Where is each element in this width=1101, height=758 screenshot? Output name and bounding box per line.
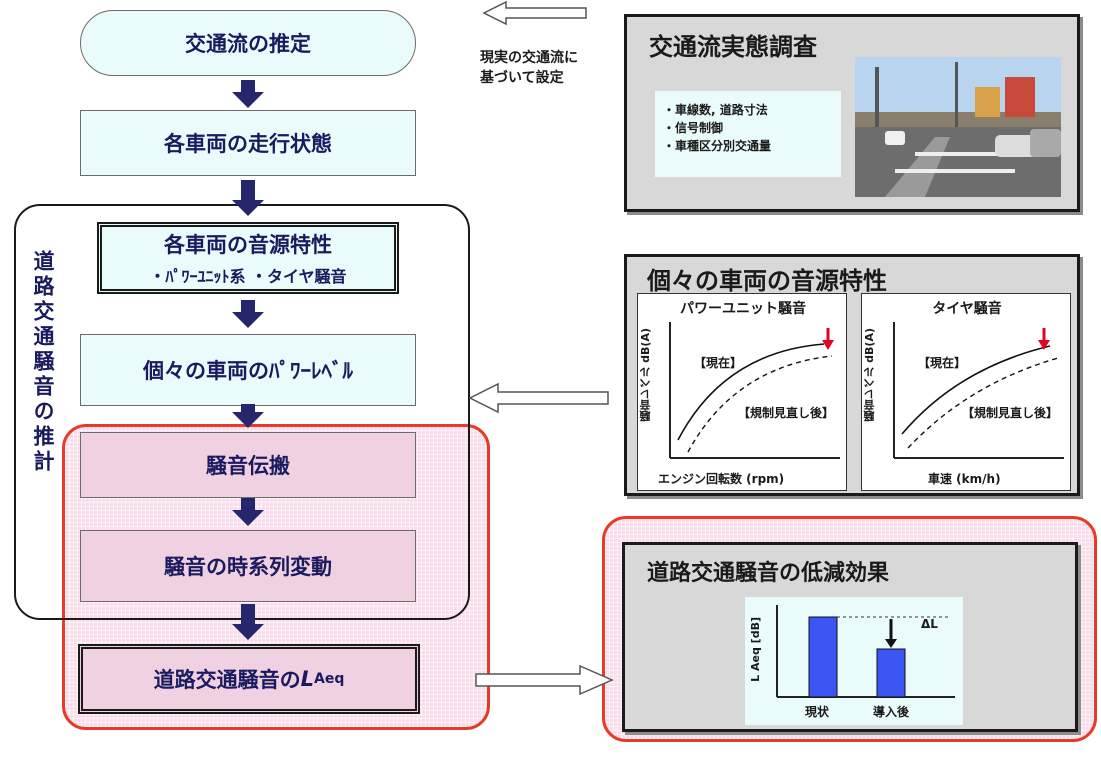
- tire-noise-chart: タイヤ騒音 騒音レベル dB(A) 【現在】 【規制見直し後】 車速 (km/h…: [861, 293, 1071, 491]
- tire-noise-ylabel: 騒音レベル dB(A): [863, 328, 876, 422]
- flow-running-state-label: 各車両の走行状態: [164, 132, 332, 156]
- power-unit-red-arrowhead: [822, 340, 834, 350]
- power-unit-after-curve: [687, 355, 833, 453]
- power-unit-xlabel: エンジン回転数 (rpm): [658, 472, 785, 486]
- reduction-panel: 道路交通騒音の低減効果 L Aeq [dB] 現状 導入後 ΔL: [622, 542, 1078, 732]
- survey-item: ・信号制御: [663, 121, 724, 135]
- left-arrow-icon: [468, 382, 609, 414]
- flow-sound-source-title: 各車両の音源特性: [164, 233, 332, 257]
- note-line-1: 現実の交通流に: [480, 50, 578, 66]
- power-unit-ylabel: 騒音レベル dB(A): [639, 328, 652, 422]
- power-unit-plot: [669, 322, 840, 459]
- sound-source-panel: 個々の車両の音源特性 パワーユニット騒音 騒音レベル dB(A) 【現在】 【規…: [624, 254, 1080, 496]
- power-unit-current-label: 【現在】: [694, 356, 743, 370]
- tire-noise-after-label: 【規制見直し後】: [962, 406, 1059, 420]
- traffic-survey-title: 交通流実態調査: [649, 33, 817, 61]
- flow-running-state: 各車両の走行状態: [80, 110, 416, 176]
- flow-time-series-label: 騒音の時系列変動: [164, 555, 332, 579]
- power-unit-chart: パワーユニット騒音 騒音レベル dB(A) 【現在】 【規制見直し後】 エンジン…: [637, 293, 847, 491]
- flow-sound-source: 各車両の音源特性 ・ﾊﾟﾜｰﾕﾆｯﾄ系 ・タイヤ騒音: [97, 222, 399, 294]
- right-arrow-icon: [475, 664, 614, 696]
- reduction-title: 道路交通騒音の低減効果: [647, 561, 890, 586]
- flow-estimate-traffic: 交通流の推定: [80, 10, 416, 76]
- arrow-down-icon: [232, 80, 264, 108]
- tire-noise-xlabel: 車速 (km/h): [928, 472, 1001, 486]
- survey-item: ・車種区分別交通量: [663, 139, 772, 153]
- reduction-ylabel: L Aeq [dB]: [749, 617, 762, 682]
- arrow-down-icon: [232, 498, 264, 526]
- arrow-down-icon: [232, 300, 264, 328]
- flow-sound-source-sub: ・ﾊﾟﾜｰﾕﾆｯﾄ系 ・タイヤ騒音: [149, 267, 347, 286]
- tire-noise-current-label: 【現在】: [918, 356, 967, 370]
- survey-item: ・車線数, 道路寸法: [663, 103, 768, 117]
- left-arrow-icon: [482, 0, 587, 26]
- tire-noise-plot: [893, 322, 1064, 459]
- delta-l-label: ΔL: [921, 617, 938, 631]
- flow-laeq-prefix: 道路交通騒音の: [153, 668, 301, 692]
- flow-power-level-label: 個々の車両のﾊﾟﾜｰﾚﾍﾞﾙ: [143, 359, 353, 383]
- reduction-category-current: 現状: [805, 705, 830, 719]
- flow-propagation-label: 騒音伝搬: [206, 454, 290, 478]
- flow-propagation: 騒音伝搬: [80, 432, 416, 498]
- traffic-survey-panel: 交通流実態調査 ・車線数, 道路寸法 ・信号制御 ・車種区分別交通量: [624, 14, 1080, 212]
- flow-power-level: 個々の車両のﾊﾟﾜｰﾚﾍﾞﾙ: [80, 334, 416, 406]
- arrow-down-icon: [232, 604, 264, 640]
- flow-time-series: 騒音の時系列変動: [80, 530, 416, 602]
- flow-estimate-traffic-label: 交通流の推定: [185, 32, 311, 56]
- reduction-bar-plot: [776, 605, 955, 698]
- delta-arrow-head: [885, 639, 897, 648]
- flow-laeq-L: L: [300, 667, 315, 691]
- sound-source-title: 個々の車両の音源特性: [647, 267, 887, 295]
- arrow-down-icon: [232, 404, 264, 428]
- power-unit-current-curve: [677, 343, 825, 441]
- power-unit-after-label: 【規制見直し後】: [738, 406, 835, 420]
- note-line-2: 基づいて設定: [480, 70, 564, 86]
- traffic-basis-note: 現実の交通流に 基づいて設定: [480, 48, 578, 88]
- flow-laeq-sub: Aeq: [314, 671, 345, 687]
- arrow-down-icon: [232, 180, 264, 216]
- reduction-category-after: 導入後: [873, 705, 910, 719]
- estimation-vertical-label: 道路交通騒音の推計: [31, 250, 55, 475]
- tire-noise-red-arrowhead: [1038, 340, 1050, 350]
- tire-noise-after-curve: [907, 357, 1059, 449]
- reduction-chart-box: L Aeq [dB] 現状 導入後 ΔL: [745, 597, 963, 725]
- reduction-bar-0: [808, 616, 838, 698]
- street-photo: [855, 57, 1061, 197]
- reduction-bar-1: [876, 648, 906, 698]
- tire-noise-chart-title: タイヤ騒音: [932, 301, 1002, 317]
- power-unit-chart-title: パワーユニット騒音: [680, 301, 806, 317]
- tire-noise-current-curve: [901, 345, 1051, 435]
- survey-item-box: ・車線数, 道路寸法 ・信号制御 ・車種区分別交通量: [655, 91, 841, 177]
